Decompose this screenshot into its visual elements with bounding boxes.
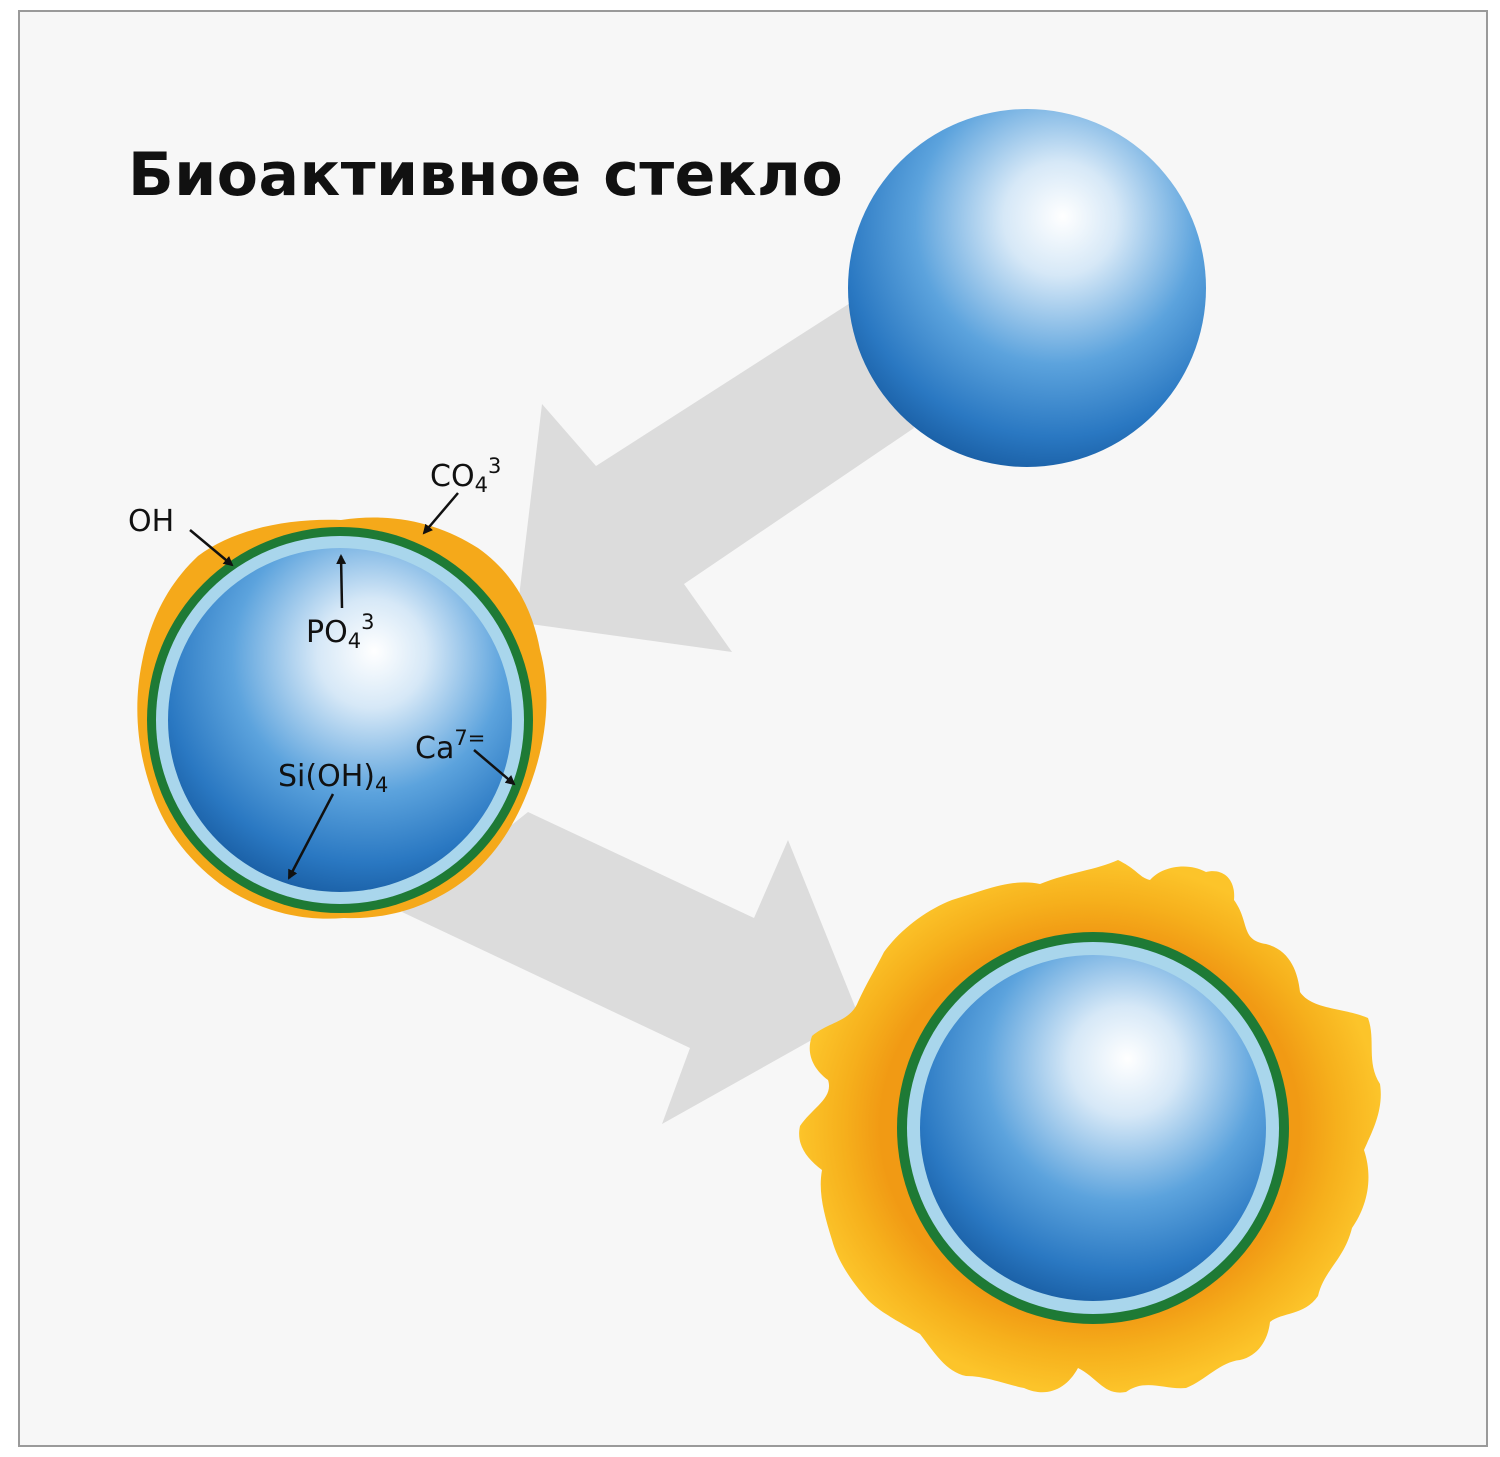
label-po4-subscript: 4 [347, 629, 362, 653]
label-ca-base: Ca [415, 731, 455, 766]
glass-core [168, 548, 512, 892]
label-co4-superscript: 3 [487, 454, 502, 478]
transition-arrow-lower [402, 812, 858, 1124]
label-po4-superscript: 3 [361, 610, 375, 634]
glass-core [920, 955, 1266, 1301]
oh-pointer-arrow [189, 529, 234, 567]
po4-pointer-arrow [336, 554, 347, 609]
glass-sphere-reacting [137, 517, 547, 919]
label-ca-superscript: 7= [454, 726, 486, 750]
glass-sphere-initial [848, 109, 1206, 467]
transition-arrow-upper [516, 298, 914, 652]
label-co4: CO43 [430, 456, 501, 496]
label-sioh4-subscript: 4 [374, 773, 389, 797]
label-sioh4-base: Si(OH) [278, 759, 375, 794]
co4-pointer-arrow [422, 492, 459, 535]
label-co4-subscript: 4 [474, 473, 488, 497]
label-po4-base: PO [306, 615, 348, 650]
label-ca: Ca7= [415, 728, 485, 764]
label-po4: PO43 [306, 612, 374, 652]
diagram-title: Биоактивное стекло [128, 140, 844, 210]
sioh4-pointer-arrow [287, 793, 335, 880]
ca-pointer-arrow [473, 749, 516, 786]
label-sioh4: Si(OH)4 [278, 762, 388, 796]
label-oh: OH [128, 504, 175, 539]
label-co4-base: CO [430, 459, 475, 494]
glass-sphere-coated [799, 860, 1381, 1393]
